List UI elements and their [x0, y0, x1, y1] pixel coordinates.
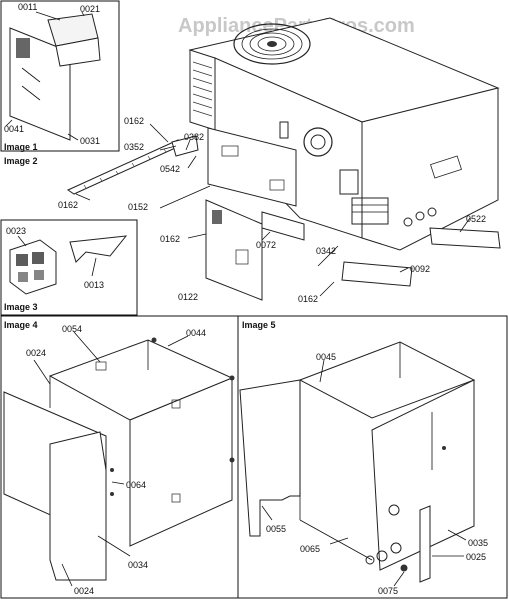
part-0542: 0542	[160, 164, 180, 174]
fan-grille	[233, 23, 311, 65]
image1-title: Image 1	[4, 142, 38, 152]
part-0054: 0054	[62, 324, 82, 334]
part-0023: 0023	[6, 226, 26, 236]
part-0162-mid: 0162	[160, 234, 180, 244]
part-0352: 0352	[124, 142, 144, 152]
part-0382: 0382	[184, 132, 204, 142]
image4-door-0024	[49, 431, 107, 581]
image3-frame	[0, 219, 138, 316]
part-0152: 0152	[128, 202, 148, 212]
access-panel-0152	[207, 127, 297, 207]
image1-frame	[0, 0, 120, 152]
part-0021: 0021	[80, 4, 100, 14]
bracket-0382	[171, 135, 199, 157]
panel-0122	[205, 199, 263, 301]
image3-title: Image 3	[4, 302, 38, 312]
image3-control-module	[9, 239, 57, 295]
image3-bracket	[69, 235, 128, 263]
image1-louver	[16, 38, 30, 58]
plate-0522	[429, 227, 501, 249]
part-0075: 0075	[378, 586, 398, 596]
part-0162-bottom: 0162	[298, 294, 318, 304]
image2-group: 0162 0352 0382 0542 0162 0152 0162 0072 …	[58, 17, 501, 304]
part-0035: 0035	[468, 538, 488, 548]
image5-title: Image 5	[242, 320, 276, 330]
part-0162-left: 0162	[58, 200, 78, 210]
image5-strip-0025	[419, 505, 431, 583]
image4-right-panel	[129, 377, 233, 547]
part-0162-top: 0162	[124, 116, 144, 126]
image5-right-panel	[371, 379, 475, 571]
blower-wheel	[303, 127, 333, 157]
part-0041: 0041	[4, 124, 24, 134]
plate-0092	[341, 261, 413, 287]
burner-assembly	[351, 197, 389, 225]
image5-left-panel-0055	[239, 379, 301, 537]
image1-bracket-side	[55, 37, 101, 67]
part-0011: 0011	[18, 2, 37, 12]
part-0044: 0044	[186, 328, 206, 338]
image5-group: Image 5 0045 0055 0065 0035 0025 0075	[239, 320, 488, 596]
part-0024-bottom: 0024	[74, 586, 94, 596]
part-0072-piece	[261, 211, 305, 241]
image4-title: Image 4	[4, 320, 38, 330]
part-0342: 0342	[316, 246, 336, 256]
part-0522: 0522	[466, 214, 486, 224]
bottom-frame	[0, 315, 508, 599]
part-0065: 0065	[300, 544, 320, 554]
image2-title: Image 2	[4, 156, 38, 166]
part-0092: 0092	[410, 264, 430, 274]
part-0031: 0031	[80, 136, 100, 146]
part-0045: 0045	[316, 352, 336, 362]
part-0034: 0034	[128, 560, 148, 570]
part-0013: 0013	[84, 280, 104, 290]
part-0072: 0072	[256, 240, 276, 250]
part-0055: 0055	[266, 524, 286, 534]
image3-group: 0023 0013 Image 3	[4, 226, 128, 312]
part-0122: 0122	[178, 292, 198, 302]
part-0025: 0025	[466, 552, 486, 562]
control-box	[339, 169, 359, 195]
image1-group: 0011 0021 0041 0031 Image 1	[4, 2, 101, 152]
image4-group: Image 4 0054 0044 0024 0064 0034 0024	[3, 320, 235, 596]
part-0064: 0064	[126, 480, 146, 490]
part-0024-top: 0024	[26, 348, 46, 358]
